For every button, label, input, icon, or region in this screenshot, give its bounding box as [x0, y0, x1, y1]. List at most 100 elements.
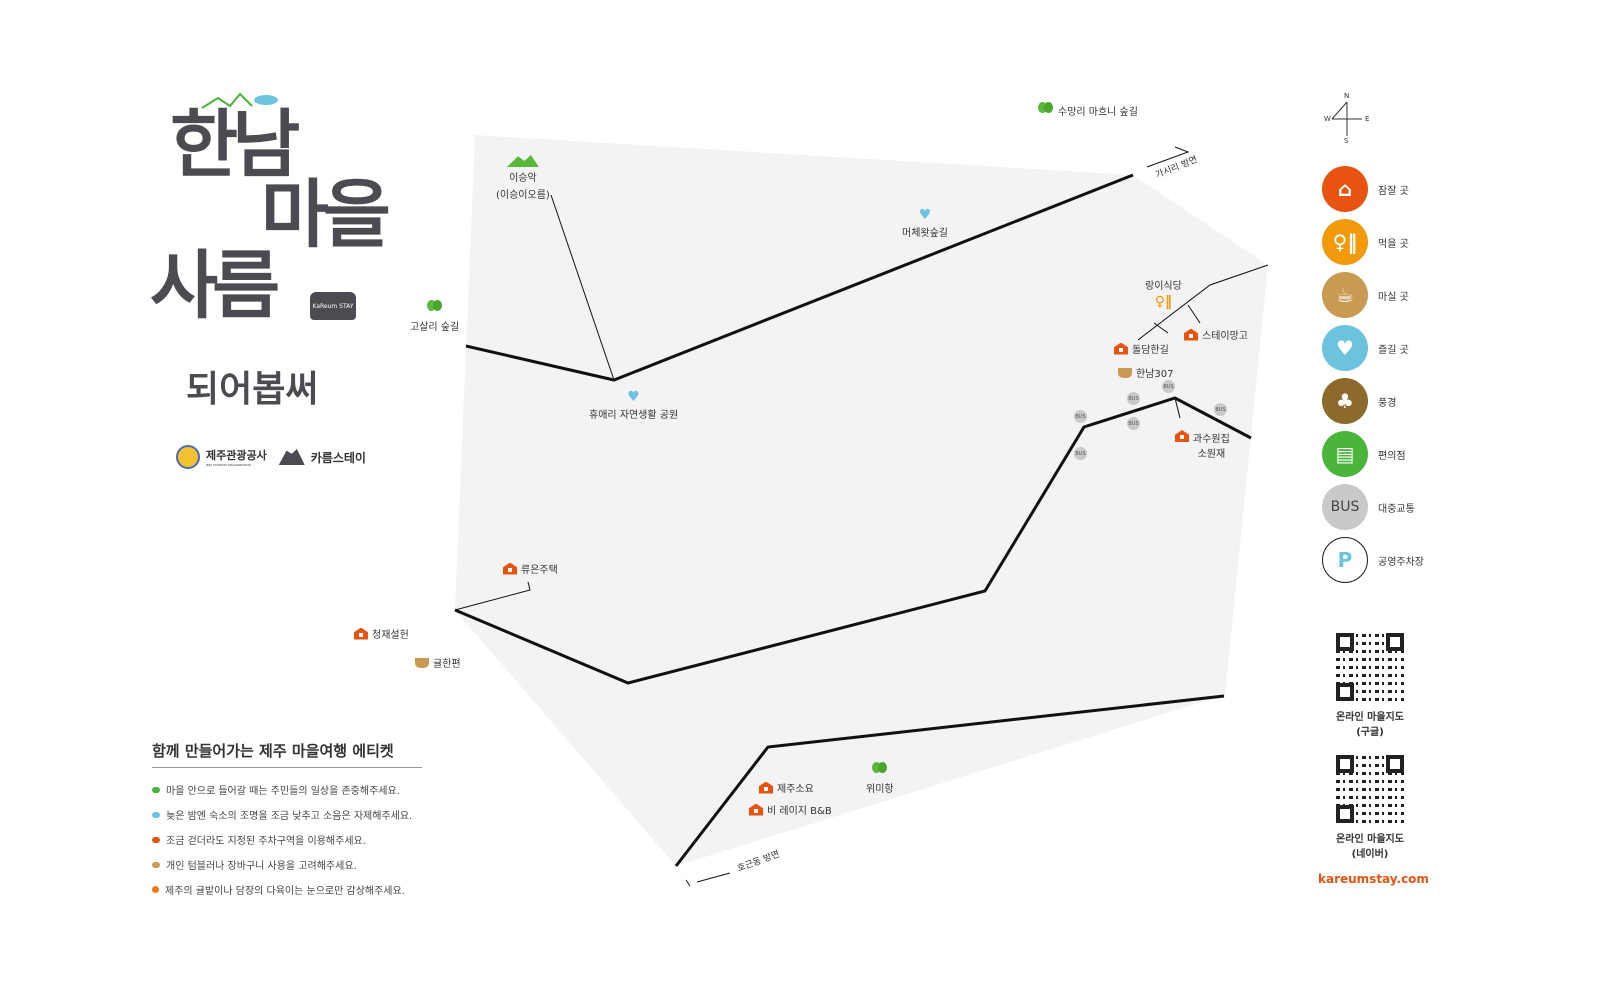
etiquette-title: 함께 만들어가는 제주 마을여행 에티켓 [152, 740, 422, 768]
house-icon [749, 803, 763, 816]
qr-naver[interactable]: 온라인 마을지도 (네이버) [1335, 754, 1405, 860]
place-ryueun[interactable]: 류은주택 [503, 561, 558, 576]
legend-scenery: ♣풍경 [1322, 378, 1396, 424]
kareum-badge: KaReum STAY [310, 292, 356, 320]
house-icon: ⌂ [1322, 166, 1368, 212]
compass-icon [1331, 101, 1362, 136]
place-hannam307[interactable]: 한남307 [1118, 365, 1174, 380]
mountain-icon [506, 155, 539, 167]
place-stay-mango[interactable]: 스테이망고 [1184, 327, 1248, 342]
legend-label: 마실 곳 [1378, 291, 1409, 303]
logo-subtitle: 되어봅써 [186, 369, 319, 410]
bus-stop-icon[interactable]: BUS [1214, 403, 1227, 416]
etiquette-item: 조금 걷더라도 지정된 주차구역을 이용해주세요. [152, 832, 422, 847]
place-label: 돌담한길 [1132, 345, 1169, 356]
qr-label: 온라인 마을지도 [1336, 834, 1404, 845]
legend-enjoy: ♥ 즐길 곳 [1322, 325, 1409, 371]
qr-sublabel: (네이버) [1351, 849, 1389, 860]
legend-label: 즐길 곳 [1378, 344, 1409, 356]
legend-label: 편의점 [1378, 450, 1406, 462]
compass-s: S [1344, 137, 1349, 145]
place-rangi[interactable]: 랑이식당♀‖ [1145, 277, 1182, 310]
place-jeju-soyo[interactable]: 제주소요 [759, 780, 814, 795]
arrow-gasiri [1146, 146, 1190, 168]
compass-n: N [1344, 92, 1350, 100]
compass: N S W E [1322, 92, 1372, 146]
logo-title: 한남 마을 사름 [150, 102, 391, 329]
parking-icon: P [1322, 537, 1368, 583]
house-icon [503, 562, 517, 575]
place-label: 제주소요 [777, 784, 814, 795]
house-icon [1114, 342, 1128, 355]
website-link[interactable]: kareumstay.com [1318, 872, 1429, 886]
place-label: 과수원집 [1193, 434, 1230, 445]
place-mechet[interactable]: ♥ 머체왓숲길 [902, 208, 948, 239]
qr-sublabel: (구글) [1356, 727, 1384, 738]
etiquette-text: 제주의 귤밭이나 담장의 다육이는 눈으로만 감상해주세요. [165, 886, 405, 897]
place-hyuae[interactable]: ♥휴애리 자연생활 공원 [589, 390, 678, 421]
place-label: 랑이식당 [1145, 281, 1182, 292]
legend-eat: ♀‖먹을 곳 [1322, 219, 1409, 265]
place-label: 류은주택 [521, 565, 558, 576]
bus-stop-icon[interactable]: BUS [1127, 392, 1140, 405]
bus-stop-icon[interactable]: BUS [1127, 417, 1140, 430]
mountain-decoration [200, 92, 280, 110]
place-suman[interactable]: 수망리 마흐니 숲길 [1038, 102, 1138, 118]
place-label: 소원재 [1197, 449, 1226, 460]
etiquette-text: 조금 걷더라도 지정된 주차구역을 이용해주세요. [166, 836, 366, 847]
place-doldam[interactable]: 돌담한길 [1114, 341, 1169, 356]
place-label: 위미항 [866, 784, 894, 795]
cup-icon: ☕ [1322, 272, 1368, 318]
house-icon [1175, 430, 1189, 442]
jeju-tourism-logo-icon [176, 445, 200, 469]
place-label: 이승악 [509, 173, 537, 184]
bus-stop-icon[interactable]: BUS [1074, 447, 1087, 460]
place-gyulhan[interactable]: 귤한편 [415, 655, 461, 670]
bus-stop-icon[interactable]: BUS [1162, 380, 1175, 393]
place-lazy-bnb[interactable]: 비 레이지 B&B [749, 802, 832, 817]
tangerine-icon [152, 886, 159, 893]
house-icon [354, 627, 368, 640]
place-iseung[interactable]: 이승악(이승이오름) [496, 155, 550, 201]
partner1-en: JEJU TOURISM ORGANIZATION [206, 463, 251, 467]
legend-label: 잠잘 곳 [1378, 185, 1409, 197]
palm-icon [152, 786, 160, 793]
heart-icon: ♥ [918, 207, 932, 223]
etiquette-item: 마을 안으로 들어갈 때는 주민들의 일상을 존중해주세요. [152, 782, 422, 797]
place-label: 휴애리 자연생활 공원 [589, 410, 679, 421]
cloud-icon [152, 811, 160, 818]
compass-w: W [1324, 115, 1331, 123]
place-cheongjae[interactable]: 청재설헌 [354, 626, 409, 641]
qr-code-icon[interactable] [1335, 632, 1405, 702]
qr-google[interactable]: 온라인 마을지도 (구글) [1335, 632, 1405, 738]
etiquette-item: 늦은 밤엔 숙소의 조명을 조금 낮추고 소음은 자제해주세요. [152, 807, 422, 822]
place-wimi[interactable]: 위미항 [866, 762, 894, 795]
road-south [674, 694, 1225, 867]
legend-label: 대중교통 [1378, 503, 1415, 515]
qr-label: 온라인 마을지도 [1336, 712, 1404, 723]
etiquette-text: 개인 텀블러나 장바구니 사용을 고려해주세요. [166, 861, 357, 872]
place-label: 귤한편 [433, 659, 461, 670]
qr-code-icon[interactable] [1335, 754, 1405, 824]
village-area [455, 135, 1268, 866]
heart-icon: ♥ [1322, 325, 1368, 371]
house-icon [759, 781, 773, 794]
etiquette-section: 함께 만들어가는 제주 마을여행 에티켓 마을 안으로 들어갈 때는 주민들의 … [152, 740, 422, 907]
partner1-name: 제주관광공사 [206, 449, 267, 462]
tree-icon [871, 762, 888, 778]
cup-icon [1118, 367, 1132, 378]
legend-sleep: ⌂ 잠잘 곳 [1322, 166, 1409, 212]
arrow-hogeun [696, 872, 731, 883]
house-icon [1184, 328, 1198, 341]
place-label: 스테이망고 [1202, 331, 1248, 342]
place-label: 머체왓숲길 [902, 228, 948, 239]
place-gosal[interactable]: 고살리 숲길 [410, 300, 459, 333]
bus-stop-icon[interactable]: BUS [1074, 410, 1087, 423]
compass-e: E [1365, 115, 1370, 123]
place-label: 고살리 숲길 [410, 322, 460, 333]
